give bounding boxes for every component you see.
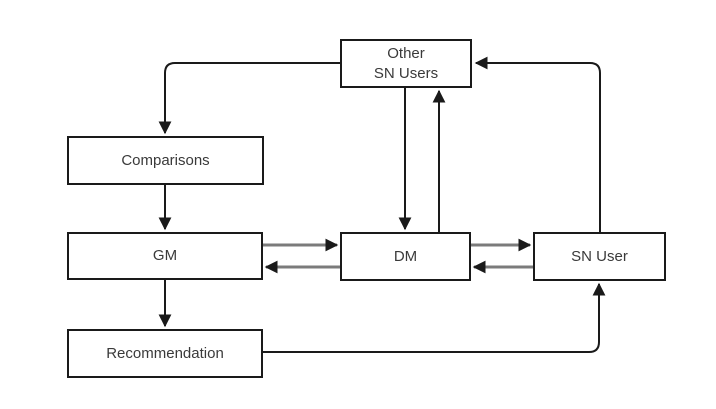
node-comparisons-label: Comparisons <box>121 151 210 169</box>
node-other-sn-users: Other SN Users <box>340 39 472 88</box>
node-recommendation: Recommendation <box>67 329 263 378</box>
node-gm: GM <box>67 232 263 280</box>
node-other-sn-users-label: Other SN Users <box>373 45 439 82</box>
node-sn-user: SN User <box>533 232 666 281</box>
node-recommendation-label: Recommendation <box>106 344 224 362</box>
node-dm-label: DM <box>393 247 418 265</box>
node-dm: DM <box>340 232 471 281</box>
edge-sn-user-to-other-sn-users <box>474 56 601 232</box>
node-sn-user-label: SN User <box>571 247 628 265</box>
edge-recommendation-to-sn-user <box>263 282 606 353</box>
edge-other-sn-users-to-comparisons <box>158 62 340 135</box>
node-comparisons: Comparisons <box>67 136 264 185</box>
node-gm-label: GM <box>152 247 178 265</box>
